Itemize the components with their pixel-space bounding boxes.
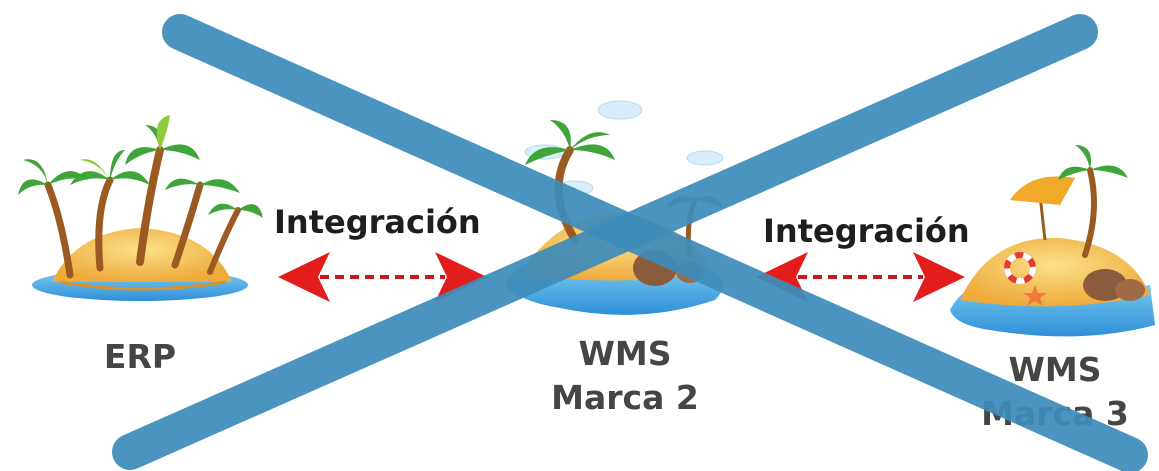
connection-label-2: Integración <box>763 212 970 250</box>
wms3-label-line2: Marca 3 <box>981 394 1129 433</box>
wms2-label-line2: Marca 2 <box>551 378 699 417</box>
erp-label-line1: ERP <box>103 337 177 376</box>
wms2-island-image <box>505 100 724 315</box>
wms2-label-line1: WMS <box>578 334 672 373</box>
wms3-label: WMS Marca 3 <box>955 348 1155 436</box>
erp-label: ERP <box>80 335 200 379</box>
connector-erp-wms2 <box>278 252 487 302</box>
erp-island-image <box>18 115 263 301</box>
connection-label-1: Integración <box>274 203 481 241</box>
wms3-island-image <box>950 145 1155 337</box>
connector-wms2-wms3 <box>756 252 965 302</box>
wms3-label-line1: WMS <box>1008 350 1102 389</box>
wms2-label: WMS Marca 2 <box>520 332 730 420</box>
